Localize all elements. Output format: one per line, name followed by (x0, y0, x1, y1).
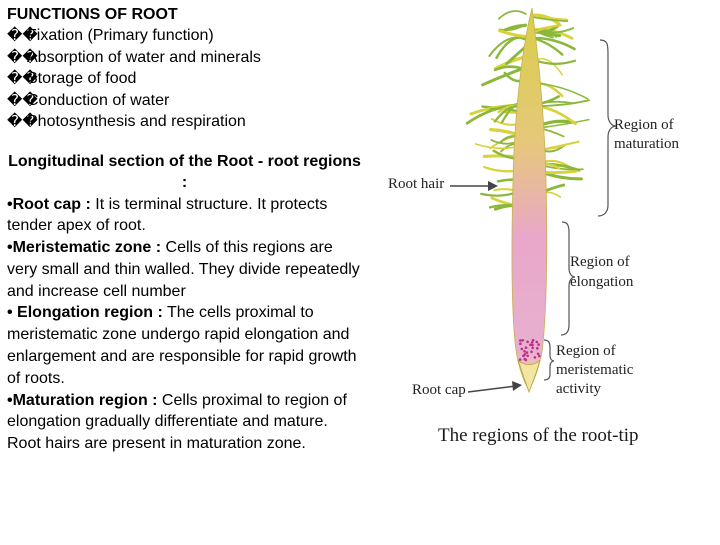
label-maturation: Region of maturation (614, 117, 679, 152)
root-hair (534, 59, 577, 65)
maturation-bracket (597, 39, 617, 217)
meristem-cell (519, 339, 522, 342)
root-hair (533, 36, 576, 51)
meristem-cell (518, 358, 522, 361)
root-tip-figure: Region of maturation Root hair Region of… (372, 0, 720, 540)
desc-root-cap: It is terminal structure. It protects te… (7, 195, 328, 235)
root-hairs (465, 10, 590, 211)
term-maturation: •Maturation region : (7, 391, 158, 409)
root-hair (497, 10, 527, 20)
label-root-cap: Root cap (412, 382, 466, 398)
bullet-glyph: �� (7, 48, 38, 66)
meristem-cell (526, 354, 529, 358)
page-title: FUNCTIONS OF ROOT (7, 6, 178, 23)
desc-meristematic: Cells of this regions are very small and… (7, 239, 360, 300)
meristem-cell (525, 351, 529, 354)
meristem-cell (536, 347, 539, 350)
functions-list: ��Fixation (Primary function) ��Absorpti… (7, 25, 362, 133)
root-cap-arrowhead (512, 381, 522, 391)
bullet-glyph: �� (7, 113, 38, 130)
meristem-cell (530, 341, 534, 344)
meristematic-paragraph: •Meristematic zone : Cells of this regio… (7, 237, 362, 302)
meristem-cell (531, 346, 534, 350)
root-cap-shape (517, 359, 541, 394)
label-root-hair: Root hair (388, 176, 445, 192)
function-text: Storage of food (27, 70, 137, 87)
bullet-glyph: �� (7, 91, 38, 109)
meristem-cell (523, 353, 527, 356)
root-body (511, 7, 548, 391)
meristem-cell (531, 338, 535, 342)
meristem-cell (520, 347, 524, 351)
meristem-cell (537, 343, 540, 346)
root-hair (488, 36, 527, 57)
root-hair (533, 37, 564, 56)
meristem-cell (519, 342, 522, 346)
meristem-cell (535, 340, 539, 344)
meristem-cell (536, 352, 540, 356)
function-text: Photosynthesis and respiration (27, 113, 246, 130)
meristem-cell (530, 350, 533, 354)
root-hair (505, 45, 527, 66)
meristematic-bracket (543, 339, 555, 381)
function-text: Absorption of water and minerals (27, 48, 261, 66)
label-elongation: Region of elongation (570, 254, 634, 290)
elongation-bracket (560, 221, 576, 336)
desc-maturation: Cells proximal to region of elongation g… (7, 391, 347, 453)
root-hair (495, 36, 527, 60)
root-hair (500, 23, 528, 33)
root-hair (533, 16, 569, 23)
meristem-cell (521, 339, 524, 342)
maturation-paragraph: •Maturation region : Cells proximal to r… (7, 390, 362, 455)
figure-caption: The regions of the root-tip (438, 425, 639, 446)
meristem-cell (538, 354, 541, 358)
desc-elongation: The cells proximal to meristematic zone … (7, 304, 357, 387)
bullet-glyph: �� (7, 70, 38, 87)
meristem-cell (526, 340, 529, 344)
function-text: Conduction of water (27, 91, 170, 109)
function-item: ��Fixation (Primary function) (7, 25, 362, 47)
meristem-cell (523, 350, 526, 353)
label-meristematic: Region of meristematic activity (556, 343, 634, 397)
term-root-cap: •Root cap : (7, 195, 91, 213)
meristem-cell (524, 358, 528, 362)
meristem-cell (531, 343, 534, 347)
elongation-paragraph: • Elongation region : The cells proximal… (7, 302, 362, 389)
meristem-cell (533, 356, 537, 359)
meristem-cell (529, 343, 532, 347)
root-tip-diagram (450, 7, 617, 394)
root-cap-paragraph: •Root cap : It is terminal structure. It… (7, 194, 362, 238)
root-hair (533, 24, 562, 33)
function-item: ��Conduction of water (7, 90, 362, 112)
text-column: FUNCTIONS OF ROOT ��Fixation (Primary fu… (7, 5, 362, 455)
function-item: ��Storage of food (7, 68, 362, 90)
bullet-glyph: �� (7, 27, 38, 44)
section-title: Longitudinal section of the Root - root … (8, 152, 361, 192)
function-item: ��Photosynthesis and respiration (7, 111, 362, 133)
meristematic-cells (518, 338, 541, 362)
root-hair-arrowhead (488, 181, 498, 191)
meristem-cell (524, 346, 528, 350)
term-meristematic: •Meristematic zone : (7, 239, 162, 257)
function-item: ��Absorption of water and minerals (7, 47, 362, 69)
root-cap-arrow (467, 385, 517, 393)
root-hair (497, 29, 527, 39)
function-text: Fixation (Primary function) (27, 27, 214, 44)
root-hair (532, 14, 569, 22)
term-elongation: • Elongation region : (7, 304, 163, 322)
